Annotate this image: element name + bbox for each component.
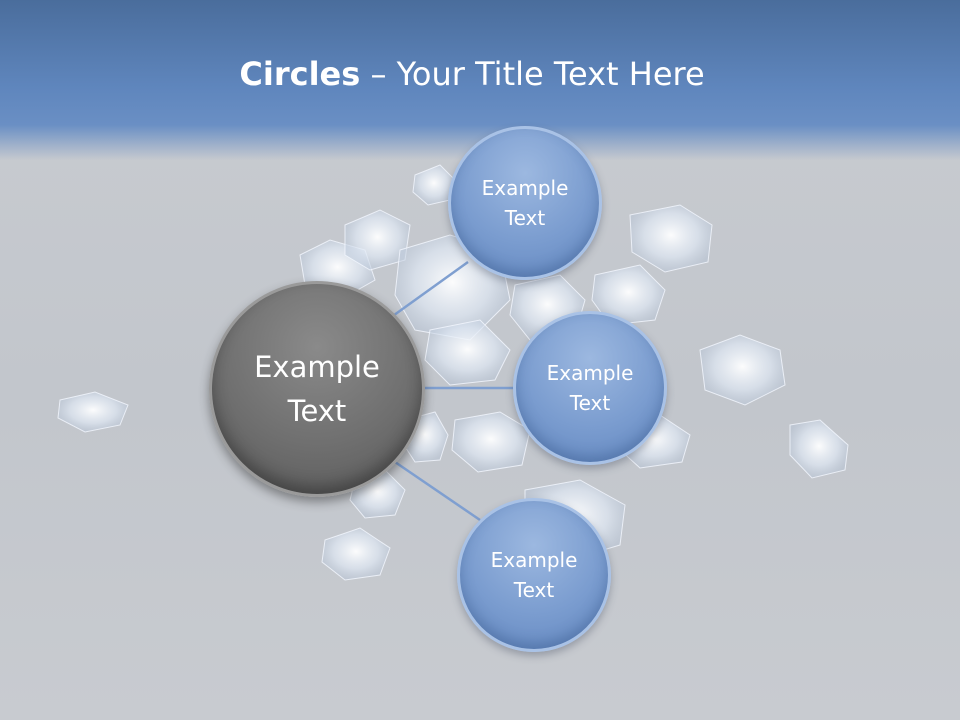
header-band (0, 0, 960, 160)
branch-circle-top[interactable]: Example Text (448, 126, 602, 280)
connector-bottom (394, 460, 481, 522)
center-circle-label: Example Text (254, 350, 380, 428)
branch-circle-bottom-label: Example Text (490, 548, 578, 602)
branch-circle-bottom[interactable]: Example Text (457, 498, 611, 652)
branch-circle-middle[interactable]: Example Text (513, 311, 667, 465)
branch-circle-middle-label: Example Text (546, 361, 634, 415)
title-bold: Circles (239, 55, 361, 93)
branch-circle-top-label: Example Text (481, 176, 569, 230)
center-circle[interactable]: Example Text (209, 281, 425, 497)
title-rest: – Your Title Text Here (360, 55, 705, 93)
slide-title: Circles – Your Title Text Here (0, 52, 944, 96)
connector-top (389, 260, 469, 320)
